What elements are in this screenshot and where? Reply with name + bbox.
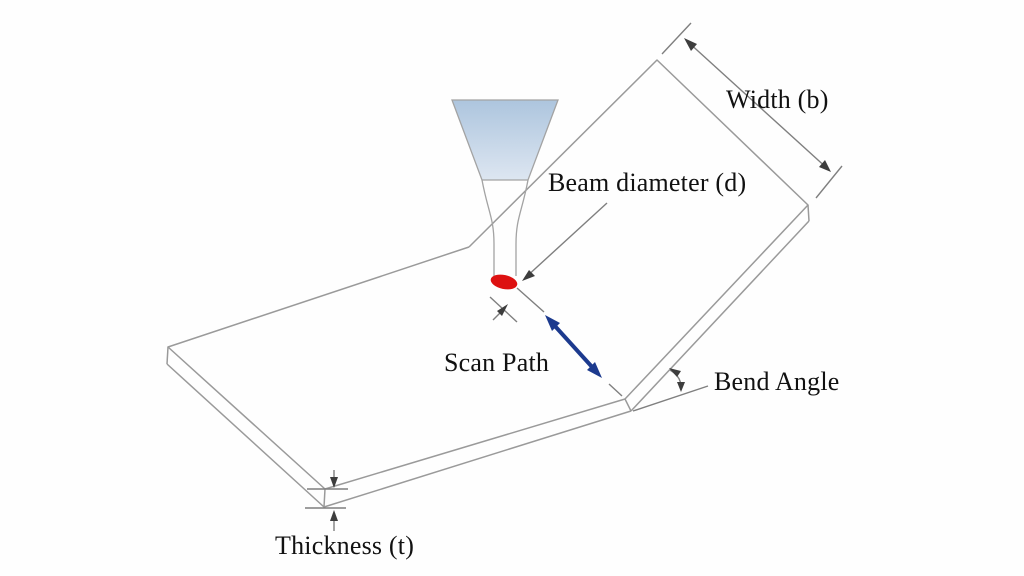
- beam-diameter-leader-arrow-icon: [522, 270, 535, 281]
- width-extension-line-top: [661, 22, 692, 55]
- scan-path-label: Scan Path: [444, 348, 550, 377]
- bend-line-segments: [516, 287, 623, 397]
- width-arrow-up-icon: [684, 38, 697, 51]
- laser-cone: [451, 99, 559, 181]
- laser-beam: [451, 99, 559, 290]
- beam-diameter-leader-line: [524, 202, 608, 279]
- bend-angle-arrow-up-icon: [669, 368, 681, 377]
- left-plate-corner-edge: [323, 488, 326, 508]
- beam-diameter-label: Beam diameter (d): [548, 168, 747, 197]
- scan-path-arrow: [545, 315, 602, 378]
- scan-path-shaft: [552, 323, 595, 370]
- width-dimension: [661, 22, 843, 199]
- width-arrow-down-icon: [819, 160, 831, 172]
- laser-neck-right: [515, 179, 529, 276]
- thickness-label: Thickness (t): [275, 531, 415, 560]
- width-label: Width (b): [726, 85, 829, 114]
- sheet-right-plate: [468, 59, 810, 412]
- bend-angle-indicator: [632, 368, 709, 412]
- thickness-arrow-down-icon: [330, 477, 338, 488]
- bend-angle-arrow-down-icon: [677, 382, 685, 392]
- bend-angle-reference-line: [632, 385, 709, 412]
- bend-line-upper-segment: [516, 287, 545, 313]
- left-plate-bottom-edge: [166, 363, 632, 508]
- beam-diameter-annotation: [489, 202, 608, 323]
- width-dimension-line: [686, 40, 830, 171]
- laser-neck-left: [481, 179, 495, 276]
- scan-path-head-up-icon: [545, 315, 560, 331]
- bend-angle-label: Bend Angle: [714, 367, 840, 396]
- scan-path-head-down-icon: [587, 362, 602, 378]
- width-extension-line-bottom: [815, 165, 843, 199]
- right-plate-bottom-edge: [630, 220, 810, 412]
- bend-line-lower-segment: [608, 383, 623, 397]
- left-plate-top-face: [167, 246, 626, 490]
- fold-corner-edge: [624, 398, 632, 412]
- thickness-arrow-up-icon: [330, 510, 338, 521]
- thickness-dimension: [305, 470, 348, 531]
- sheet-left-plate: [166, 246, 632, 508]
- right-plate-top-face: [468, 59, 809, 400]
- right-plate-right-edge: [807, 204, 810, 222]
- beam-diameter-arrow-icon: [497, 304, 508, 316]
- beam-spot: [490, 274, 518, 290]
- left-plate-left-edge: [166, 346, 169, 365]
